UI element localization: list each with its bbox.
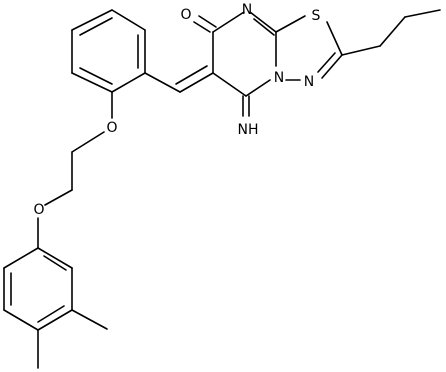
- atom-label-o-ether: O: [33, 202, 44, 218]
- bond: [79, 67, 113, 85]
- bond: [43, 255, 67, 271]
- bond: [71, 9, 113, 31]
- bond: [179, 72, 214, 93]
- bond: [326, 21, 343, 56]
- bond: [212, 11, 245, 33]
- bond-layer: [3, 9, 441, 369]
- bond: [37, 247, 73, 269]
- bond: [144, 72, 181, 93]
- atom-label-n-thiadiazole: N: [304, 74, 314, 90]
- label-layer: O N S N N NH O O: [33, 2, 320, 218]
- bond: [212, 72, 247, 97]
- atom-label-o-phenoxy: O: [106, 120, 117, 136]
- bond: [317, 52, 336, 73]
- bond: [44, 189, 73, 206]
- bond: [341, 45, 381, 56]
- bond: [193, 21, 211, 33]
- bond: [111, 72, 146, 93]
- bond: [111, 9, 146, 31]
- bond: [175, 65, 208, 85]
- bond: [71, 131, 105, 153]
- bond: [79, 17, 113, 36]
- bond: [37, 305, 65, 323]
- bond: [249, 11, 277, 33]
- bond: [404, 9, 441, 18]
- bond: [3, 309, 39, 331]
- bond: [71, 309, 108, 330]
- atom-label-n-fused: N: [274, 70, 284, 86]
- atom-label-nh-imine: NH: [238, 122, 259, 138]
- bond: [198, 15, 217, 28]
- bond: [275, 15, 306, 33]
- bond: [321, 54, 343, 79]
- atom-label-o-ketone: O: [180, 7, 191, 23]
- atom-label-s-ring: S: [312, 8, 321, 24]
- bond: [253, 18, 275, 36]
- bond: [245, 79, 271, 97]
- atom-label-n-ring: N: [242, 2, 252, 18]
- bond: [37, 309, 73, 331]
- bond: [379, 16, 406, 47]
- bond: [3, 247, 39, 269]
- bond: [71, 72, 113, 93]
